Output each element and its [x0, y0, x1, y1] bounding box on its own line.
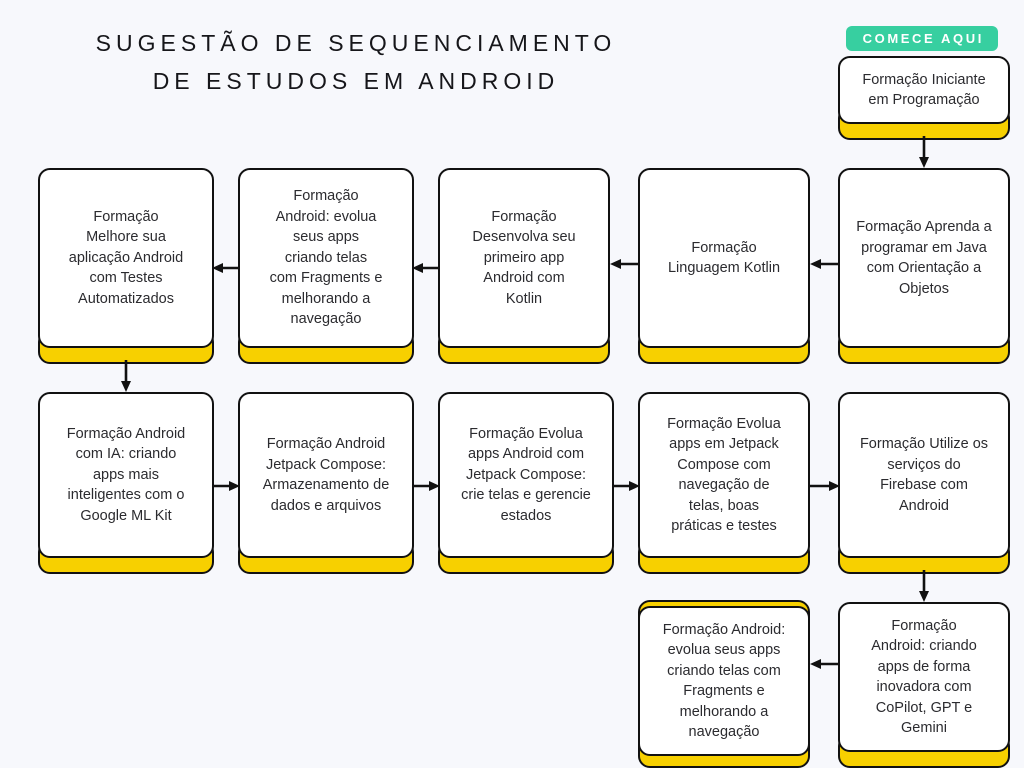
node-label: Formação Android: criando apps de forma …	[871, 617, 977, 737]
node-label: Formação Android Jetpack Compose: Armaze…	[262, 436, 390, 514]
node-label: Formação Android com IA: criando apps ma…	[66, 425, 186, 524]
node-label: Formação Linguagem Kotlin	[667, 239, 781, 277]
node-label: Formação Desenvolva seu primeiro app And…	[472, 208, 576, 307]
arrow-kotlin-to-primeiro-app	[610, 256, 640, 272]
node-evolua-apps-jetpack-estados[interactable]: Formação Evolua apps Android com Jetpack…	[438, 392, 614, 574]
arrow-java-to-kotlin	[810, 256, 840, 272]
arrow-navegacao-to-firebase	[810, 478, 840, 494]
card-body: Formação Android com IA: criando apps ma…	[38, 392, 214, 558]
arrow-iniciante-to-java	[916, 136, 932, 170]
card-body: Formação Iniciante em Programação	[838, 56, 1010, 124]
arrow-copilot-to-android-fragments	[810, 656, 840, 672]
card-body: Formação Android Jetpack Compose: Armaze…	[238, 392, 414, 558]
start-here-badge: COMECE AQUI	[846, 26, 998, 51]
node-label: Formação Iniciante em Programação	[862, 71, 986, 109]
node-android-ia-ml-kit[interactable]: Formação Android com IA: criando apps ma…	[38, 392, 214, 574]
arrow-android-ia-to-armazenamento	[212, 478, 240, 494]
arrow-armazenamento-to-estados	[412, 478, 440, 494]
arrow-firebase-to-copilot	[916, 570, 932, 604]
node-utilize-firebase[interactable]: Formação Utilize os serviços do Firebase…	[838, 392, 1010, 574]
node-melhore-testes-automatizados[interactable]: Formação Melhore sua aplicação Android c…	[38, 168, 214, 364]
card-body: Formação Utilize os serviços do Firebase…	[838, 392, 1010, 558]
node-formacao-iniciante-programacao[interactable]: Formação Iniciante em Programação	[838, 56, 1010, 140]
node-label: Formação Utilize os serviços do Firebase…	[859, 436, 989, 514]
node-label: Formação Aprenda a programar em Java com…	[856, 219, 992, 297]
node-label: Formação Android: evolua seus apps crian…	[269, 188, 383, 328]
card-body: Formação Melhore sua aplicação Android c…	[38, 168, 214, 348]
card-body: Formação Android: evolua seus apps crian…	[238, 168, 414, 348]
card-body: Formação Aprenda a programar em Java com…	[838, 168, 1010, 348]
arrow-testes-to-android-ia	[118, 360, 134, 394]
node-jetpack-compose-armazenamento[interactable]: Formação Android Jetpack Compose: Armaze…	[238, 392, 414, 574]
node-android-copilot-gpt-gemini[interactable]: Formação Android: criando apps de forma …	[838, 602, 1010, 768]
page-title: SUGESTÃO DE SEQUENCIAMENTO DE ESTUDOS EM…	[95, 30, 617, 94]
card-body: Formação Evolua apps Android com Jetpack…	[438, 392, 614, 558]
arrow-fragments-to-testes	[212, 260, 240, 276]
card-body: Formação Desenvolva seu primeiro app And…	[438, 168, 610, 348]
card-body: Formação Linguagem Kotlin	[638, 168, 810, 348]
node-label: Formação Android: evolua seus apps crian…	[662, 621, 786, 741]
node-label: Formação Melhore sua aplicação Android c…	[68, 208, 184, 307]
node-aprenda-programar-java[interactable]: Formação Aprenda a programar em Java com…	[838, 168, 1010, 364]
arrow-estados-to-navegacao	[612, 478, 640, 494]
node-linguagem-kotlin[interactable]: Formação Linguagem Kotlin	[638, 168, 810, 364]
arrow-primeiro-app-to-fragments	[412, 260, 440, 276]
node-label: Formação Evolua apps em Jetpack Compose …	[667, 415, 781, 535]
node-label: Formação Evolua apps Android com Jetpack…	[461, 425, 591, 524]
card-body: Formação Android: evolua seus apps crian…	[638, 606, 810, 756]
card-body: Formação Evolua apps em Jetpack Compose …	[638, 392, 810, 558]
node-android-evolua-fragments-navegacao[interactable]: Formação Android: evolua seus apps crian…	[638, 600, 810, 768]
card-body: Formação Android: criando apps de forma …	[838, 602, 1010, 752]
node-evolua-jetpack-navegacao[interactable]: Formação Evolua apps em Jetpack Compose …	[638, 392, 810, 574]
node-desenvolva-primeiro-app[interactable]: Formação Desenvolva seu primeiro app And…	[438, 168, 610, 364]
node-android-evolua-fragments[interactable]: Formação Android: evolua seus apps crian…	[238, 168, 414, 364]
